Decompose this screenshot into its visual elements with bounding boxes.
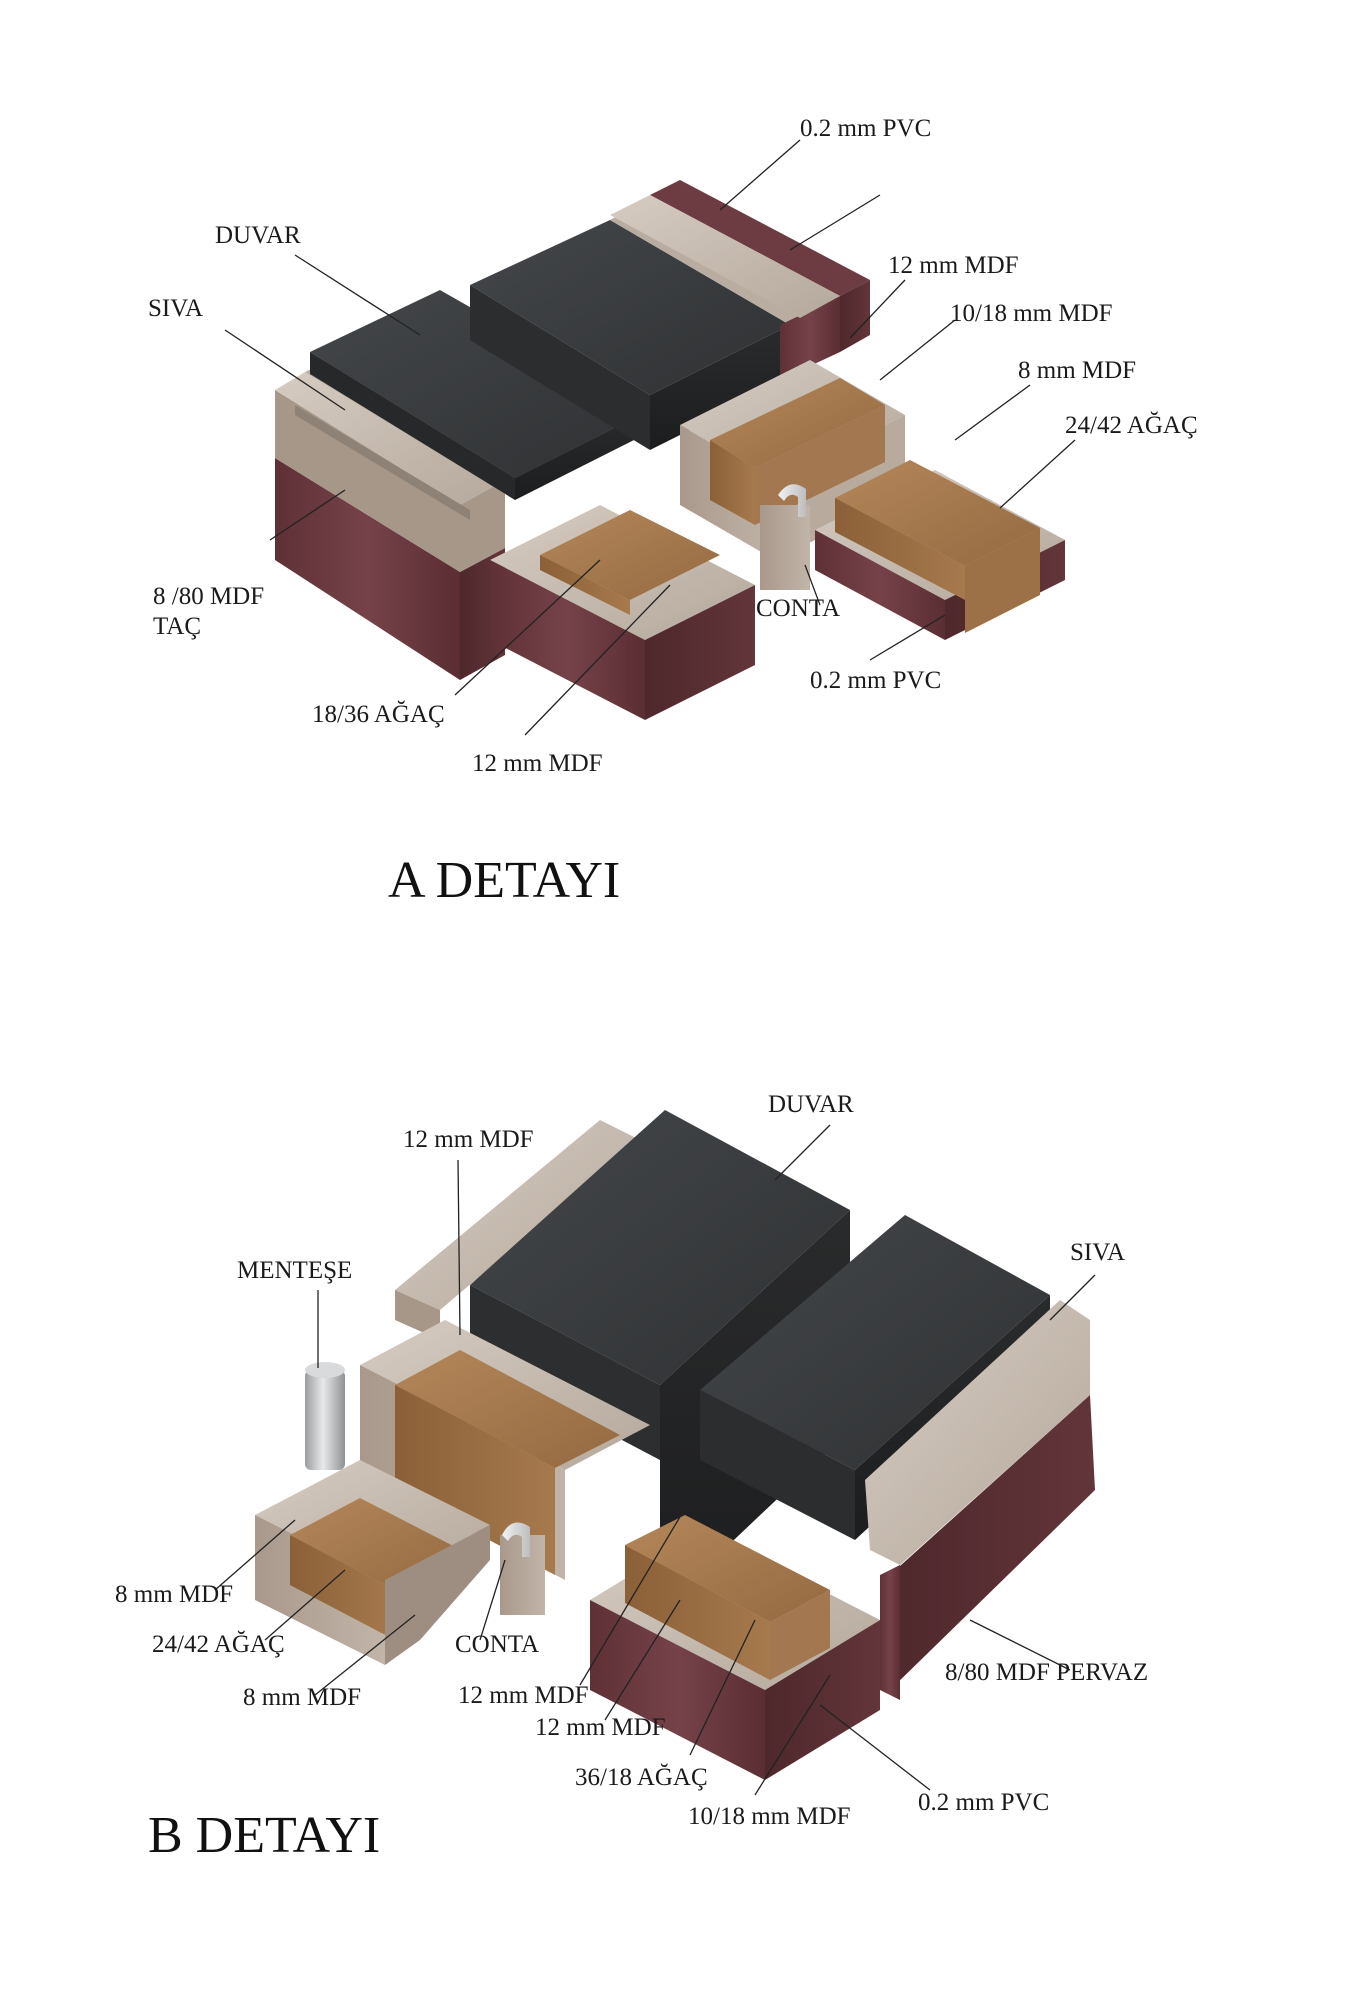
label-a-tac-line2: TAÇ xyxy=(153,613,201,640)
leader-b-conta xyxy=(479,1559,506,1641)
detail-a-lower-frame xyxy=(490,505,755,720)
label-a-tac-line1: 8 /80 MDF xyxy=(153,583,264,610)
label-b-agac3618: 36/18 AĞAÇ xyxy=(575,1763,708,1791)
leader-a-duvar xyxy=(294,254,421,336)
detail-b-labels: DUVAR 12 mm MDF MENTEŞE SIVA 8 mm MDF 24… xyxy=(115,1091,1148,1864)
label-b-conta: CONTA xyxy=(455,1631,539,1658)
detail-b: DUVAR 12 mm MDF MENTEŞE SIVA 8 mm MDF 24… xyxy=(115,1091,1148,1864)
detail-b-title: B DETAYI xyxy=(148,1807,380,1864)
label-a-mdf8: 8 mm MDF xyxy=(1018,357,1136,384)
leader-b-agac2442 xyxy=(264,1569,346,1641)
label-a-mdf12-bottom: 12 mm MDF xyxy=(472,750,603,777)
label-a-mdf12-top: 12 mm MDF xyxy=(888,252,1019,279)
leader-b-mdf12-b xyxy=(604,1599,681,1721)
detail-a-left-casing xyxy=(275,372,505,680)
detail-a-door-leaf xyxy=(815,460,1065,640)
label-a-agac2442: 24/42 AĞAÇ xyxy=(1065,411,1198,439)
label-b-mdf12-a: 12 mm MDF xyxy=(458,1682,589,1709)
leader-a-pvc-top-2 xyxy=(789,194,881,251)
label-b-siva: SIVA xyxy=(1070,1239,1125,1266)
leader-b-pervaz xyxy=(969,1619,1071,1671)
label-a-pvc-top: 0.2 mm PVC xyxy=(800,115,931,142)
label-b-mdf1018: 10/18 mm MDF xyxy=(688,1803,851,1830)
leader-b-agac3618 xyxy=(689,1619,756,1756)
detail-a-left-wall xyxy=(305,290,650,500)
leader-a-conta xyxy=(804,564,821,606)
leader-b-mdf8-left xyxy=(214,1519,296,1591)
detail-b-gasket xyxy=(500,1522,545,1615)
leader-b-mdf12-a xyxy=(579,1499,691,1686)
label-b-mdf8-left: 8 mm MDF xyxy=(115,1581,233,1608)
leader-b-mdf8-bottom xyxy=(314,1614,416,1696)
leader-b-duvar xyxy=(774,1124,831,1181)
label-b-mdf8-bottom: 8 mm MDF xyxy=(243,1684,361,1711)
leader-a-pvc-top xyxy=(719,139,801,211)
leader-b-pvc xyxy=(819,1704,931,1791)
leader-a-pvc-bottom xyxy=(869,614,946,661)
label-b-mdf12-top: 12 mm MDF xyxy=(403,1126,534,1153)
label-a-duvar: DUVAR xyxy=(215,222,301,249)
label-b-pvc: 0.2 mm PVC xyxy=(918,1789,1049,1816)
leader-a-agac2442 xyxy=(999,439,1076,509)
leader-a-mdf12 xyxy=(849,279,906,339)
detail-b-back-casing xyxy=(395,1120,640,1340)
detail-a-title: A DETAYI xyxy=(388,852,620,909)
label-b-mentese: MENTEŞE xyxy=(237,1257,352,1284)
leader-a-mdf1018 xyxy=(879,319,956,381)
label-b-duvar: DUVAR xyxy=(768,1091,854,1118)
detail-a-labels: 0.2 mm PVC DUVAR 12 mm MDF 10/18 mm MDF … xyxy=(148,115,1198,909)
leader-a-mdf12-bottom xyxy=(524,584,671,736)
label-a-siva: SIVA xyxy=(148,295,203,322)
leader-a-agac1836 xyxy=(454,559,601,696)
detail-b-lower-frame xyxy=(590,1515,880,1780)
label-a-pvc-bottom: 0.2 mm PVC xyxy=(810,667,941,694)
leader-a-tac xyxy=(269,489,346,541)
detail-a: 0.2 mm PVC DUVAR 12 mm MDF 10/18 mm MDF … xyxy=(148,115,1198,909)
detail-b-right-casing xyxy=(865,1300,1095,1700)
leader-a-mdf8 xyxy=(954,384,1031,441)
detail-a-top-casing xyxy=(610,180,870,380)
label-a-conta: CONTA xyxy=(756,595,840,622)
detail-b-hinge xyxy=(305,1362,345,1470)
label-b-agac2442: 24/42 AĞAÇ xyxy=(152,1630,285,1658)
label-b-pervaz: 8/80 MDF PERVAZ xyxy=(945,1659,1148,1686)
leader-b-mdf1018 xyxy=(754,1674,831,1796)
leader-a-siva xyxy=(224,329,346,411)
detail-b-leaders xyxy=(214,1124,1096,1796)
detail-a-leaders xyxy=(224,139,1076,736)
leader-b-siva xyxy=(1049,1274,1096,1321)
label-a-agac1836: 18/36 AĞAÇ xyxy=(312,700,445,728)
detail-a-gasket xyxy=(760,484,810,590)
detail-b-door-leaf xyxy=(255,1460,490,1665)
leader-b-mdf12-top xyxy=(457,1159,461,1336)
label-b-mdf12-b: 12 mm MDF xyxy=(535,1714,666,1741)
label-a-mdf1018: 10/18 mm MDF xyxy=(950,300,1113,327)
